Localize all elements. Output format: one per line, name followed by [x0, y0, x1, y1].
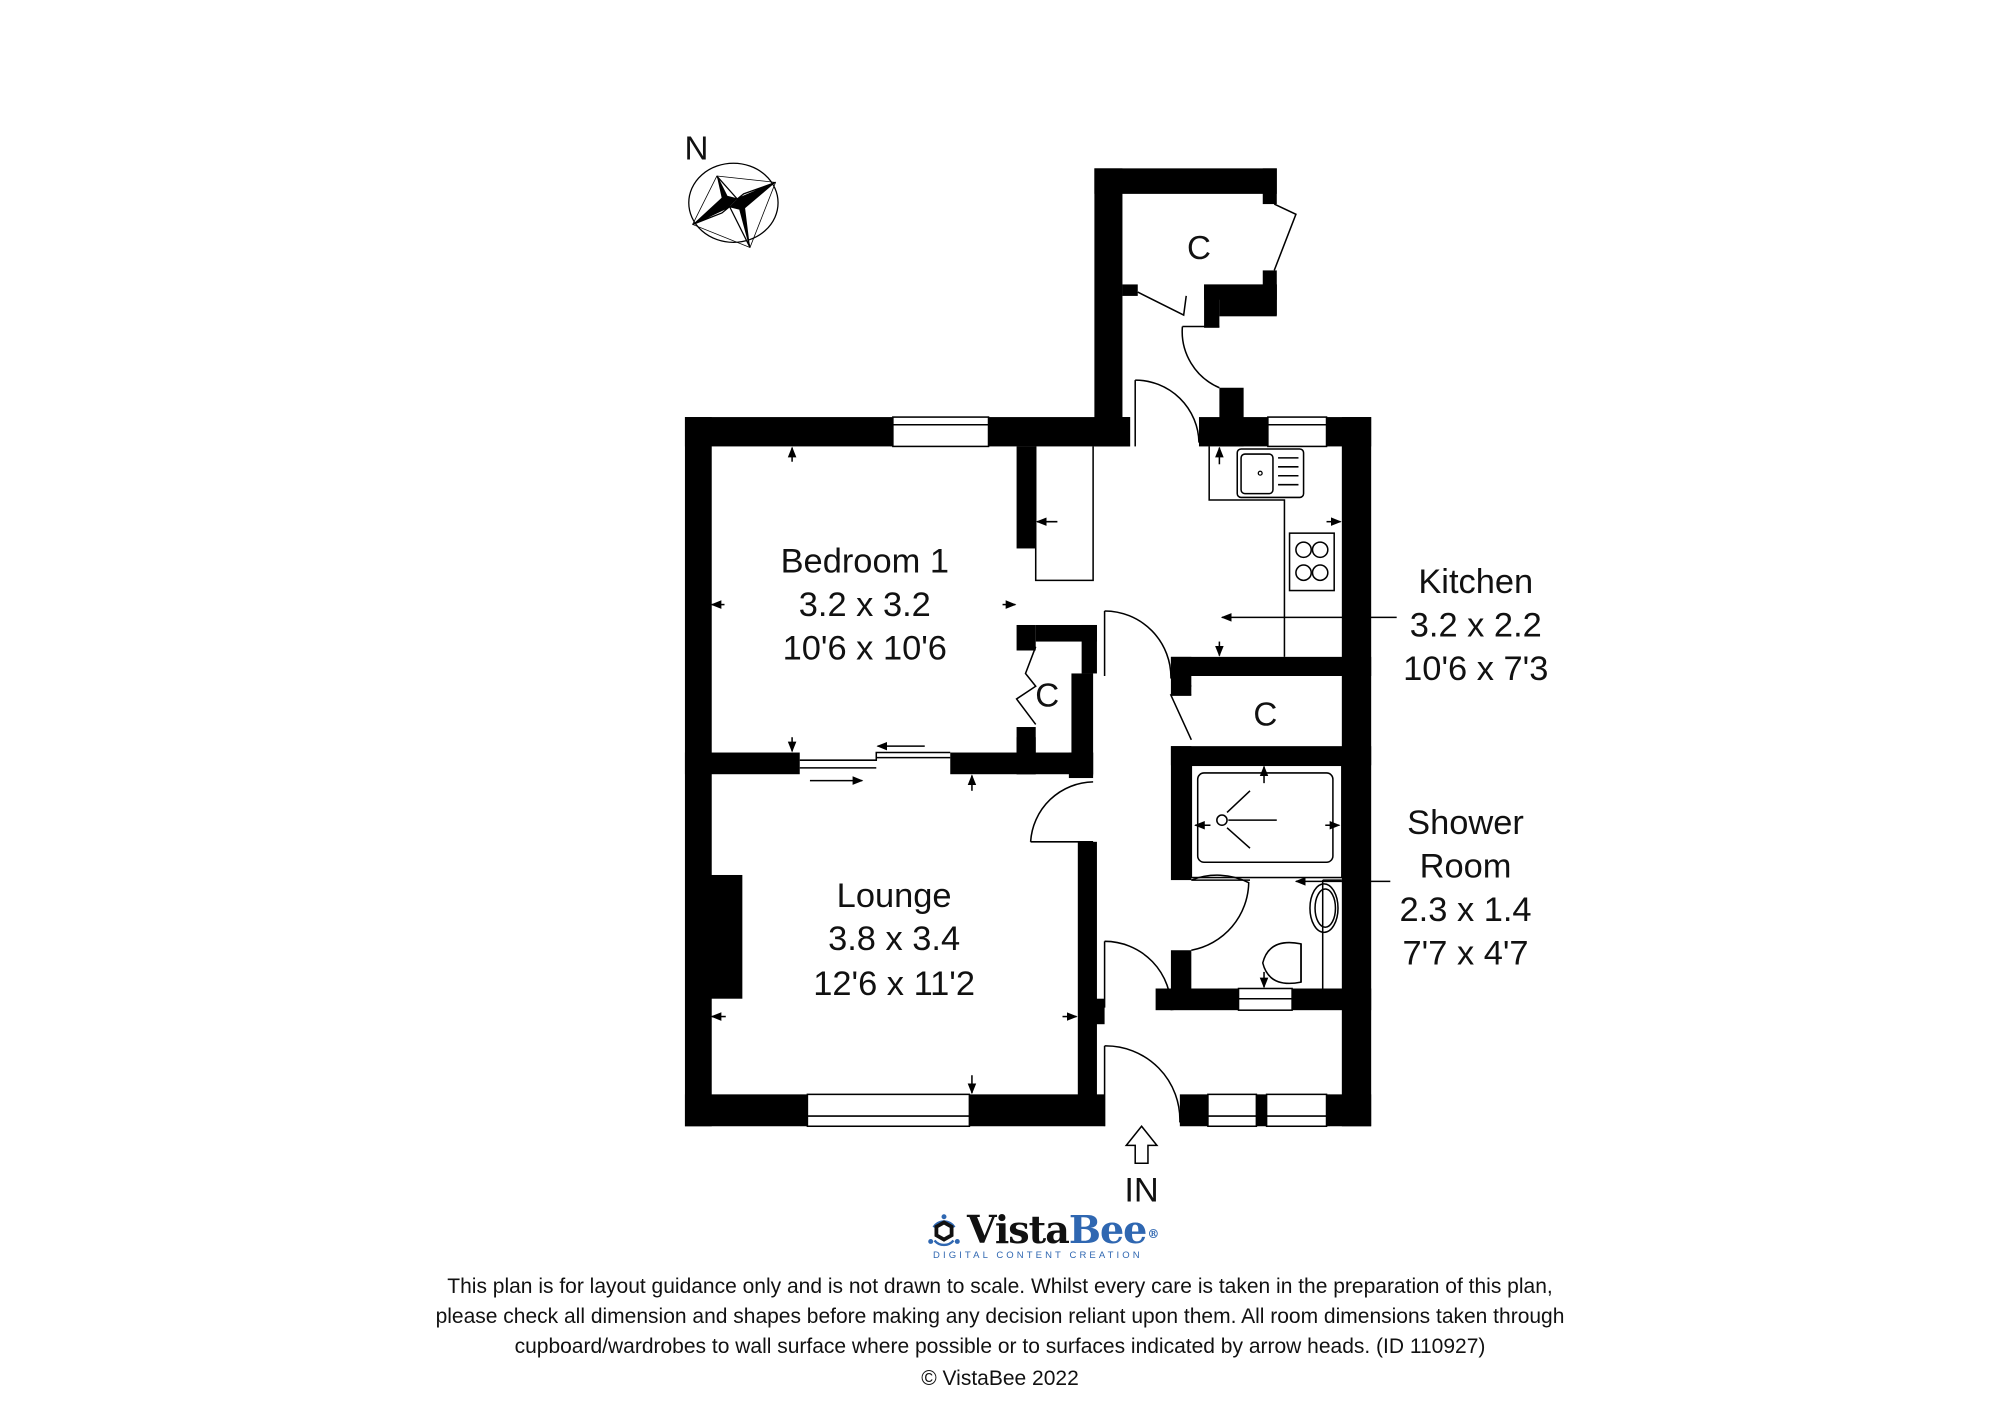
lounge-name: Lounge: [837, 877, 952, 915]
shower-tray-icon: [1190, 764, 1343, 879]
doors: [1015, 203, 1297, 1127]
vistabee-logo: VistaBee® DIGITAL CONTENT CREATION: [925, 1207, 1165, 1261]
vistabee-hex-icon: [928, 1214, 960, 1247]
lounge-metric: 3.8 x 3.4: [828, 920, 960, 958]
disclaimer-line-2: please check all dimension and shapes be…: [435, 1305, 1565, 1328]
bedroom1-name: Bedroom 1: [781, 543, 949, 581]
disclaimer-line-3: cupboard/wardrobes to wall surface where…: [514, 1335, 1486, 1358]
kitchen-imperial: 10'6 x 7'3: [1403, 650, 1548, 688]
logo-tagline: DIGITAL CONTENT CREATION: [933, 1250, 1143, 1261]
washbasin-icon: [1309, 879, 1342, 989]
shower-room-name-line1: Shower: [1407, 804, 1524, 842]
shower-room-metric: 2.3 x 1.4: [1400, 891, 1532, 929]
kitchen-metric: 3.2 x 2.2: [1410, 606, 1542, 644]
lounge-imperial: 12'6 x 11'2: [813, 965, 975, 1003]
bedroom1-imperial: 10'6 x 10'6: [783, 629, 947, 667]
kitchen-units: [1034, 446, 1286, 657]
copyright: © VistaBee 2022: [921, 1367, 1079, 1390]
entrance-arrow-icon: [1124, 1125, 1159, 1165]
sink-icon: [1236, 448, 1305, 499]
cupboard-top-label: C: [1187, 230, 1211, 267]
windows: [799, 416, 1328, 1128]
compass-north-label: N: [684, 130, 708, 167]
shower-room-name-line2: Room: [1420, 848, 1512, 886]
cupboard-hall-label: C: [1253, 697, 1277, 734]
toilet-icon: [1261, 941, 1302, 985]
entrance-label: IN: [1124, 1172, 1158, 1210]
disclaimer: This plan is for layout guidance only an…: [0, 1272, 2000, 1362]
registered-mark: ®: [1147, 1227, 1159, 1241]
disclaimer-line-1: This plan is for layout guidance only an…: [447, 1275, 1553, 1298]
vistabee-wordmark: VistaBee®: [967, 1207, 1159, 1252]
cupboard-bedroom-label: C: [1035, 678, 1059, 715]
logo-word-vista: Vista: [967, 1207, 1070, 1252]
shower-room-imperial: 7'7 x 4'7: [1403, 934, 1529, 972]
measurement-arrows: [710, 446, 1397, 1095]
hob-icon: [1288, 532, 1335, 592]
bedroom1-metric: 3.2 x 3.2: [799, 586, 931, 624]
walls: [684, 168, 1372, 1127]
logo-word-bee: Bee: [1068, 1207, 1147, 1252]
compass-rose-icon: N: [684, 130, 779, 248]
kitchen-name: Kitchen: [1418, 563, 1533, 601]
